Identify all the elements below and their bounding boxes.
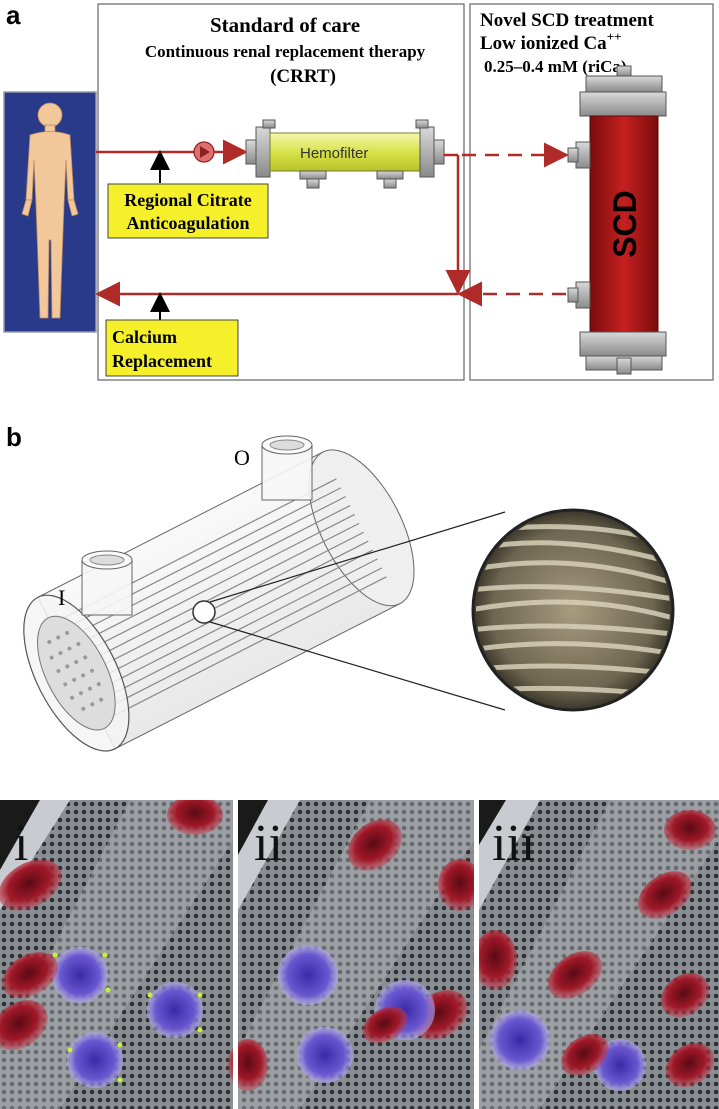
frame-iii	[473, 800, 719, 1109]
panel-b-letter: b	[6, 422, 22, 452]
frame-divider	[233, 800, 238, 1109]
standard-subtitle: Continuous renal replacement therapy	[145, 42, 426, 61]
citrate-line1: Regional Citrate	[124, 190, 251, 210]
standard-abbrev: (CRRT)	[270, 66, 336, 87]
novel-line2: Low ionized Ca++	[480, 29, 622, 54]
novel-line3: 0.25–0.4 mM (riCa)	[484, 57, 627, 76]
frame-divider	[474, 800, 479, 1109]
outlet-label: O	[234, 445, 250, 470]
hemofilter-label: Hemofilter	[300, 145, 368, 162]
panel-a-crrt-diagram: a Standard of care Continuous renal repl…	[3, 0, 714, 381]
frame-ii	[228, 800, 482, 1109]
novel-scd-box	[469, 3, 714, 381]
frame-i-label: i	[14, 815, 28, 872]
calcium-callout	[105, 319, 239, 377]
inlet-port	[81, 550, 133, 616]
standard-title: Standard of care	[210, 13, 360, 37]
zoom-line-bottom	[209, 621, 506, 711]
pump-arrow-icon	[200, 146, 210, 158]
panel-b-device-diagram: b	[6, 422, 675, 752]
hollow-fiber-cartridge	[23, 449, 415, 752]
novel-line2-sup: ++	[607, 29, 622, 44]
panel-c-micrographs: i ii iii	[0, 800, 719, 1109]
scd-label: SCD	[607, 190, 643, 258]
fiber-zoom-image	[471, 508, 675, 712]
novel-line2-text: Low ionized Ca	[480, 33, 607, 54]
human-body-icon	[21, 102, 79, 319]
frame-ii-label: ii	[254, 815, 283, 872]
zoom-line-top	[209, 511, 506, 603]
calcium-line2: Replacement	[112, 351, 212, 371]
hemofilter-icon	[245, 119, 445, 189]
frame-iii-label: iii	[492, 815, 535, 872]
magnify-marker	[192, 600, 216, 624]
frame-i	[0, 800, 233, 1109]
citrate-callout	[107, 183, 269, 239]
outlet-port	[261, 435, 313, 501]
calcium-line1: Calcium	[112, 327, 177, 347]
citrate-line2: Anticoagulation	[126, 213, 249, 233]
scd-device-icon	[567, 65, 667, 375]
inlet-label: I	[58, 585, 65, 610]
panel-a-letter: a	[6, 0, 21, 30]
novel-title: Novel SCD treatment	[480, 10, 654, 31]
standard-of-care-box	[97, 3, 465, 381]
